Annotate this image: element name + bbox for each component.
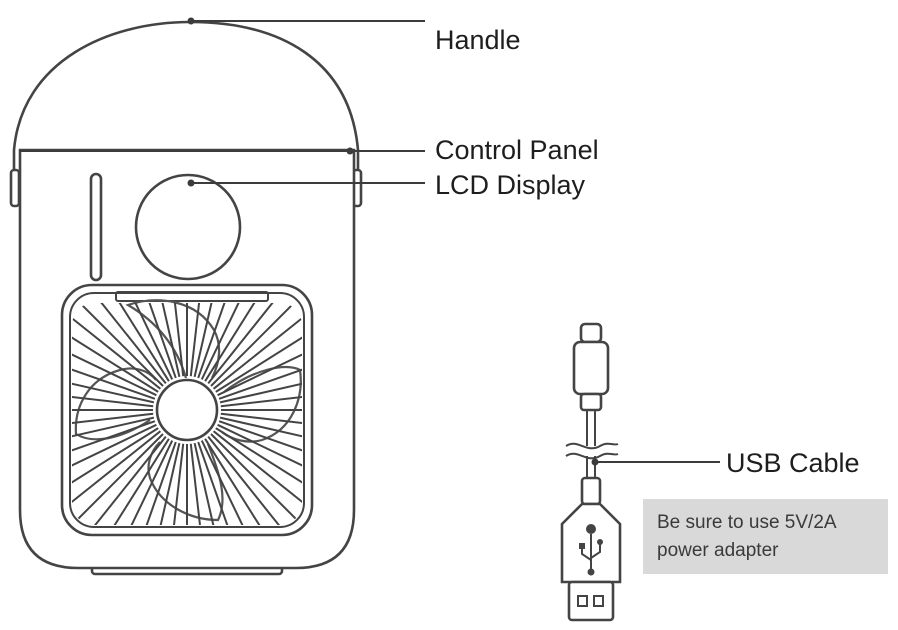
top-vent-bar <box>115 291 269 302</box>
grille-spoke <box>220 412 302 433</box>
water-level-window <box>89 172 103 282</box>
grille-spoke <box>103 303 174 380</box>
grille-spoke <box>103 440 174 525</box>
grille-spoke <box>207 435 302 525</box>
grille-spoke <box>72 412 154 433</box>
grille-spoke <box>123 441 177 525</box>
grille-spoke <box>72 435 167 525</box>
grille-spoke <box>72 427 159 512</box>
label-usb-cable: USB Cable <box>726 448 860 478</box>
grille-spoke <box>212 303 302 390</box>
grille-spoke <box>200 303 271 380</box>
air-cooler-device <box>9 20 363 576</box>
usb-c-strain-relief <box>579 392 603 412</box>
grille-spoke <box>217 326 302 397</box>
grille-spoke <box>215 427 302 512</box>
grille-spoke <box>85 303 170 382</box>
fan-grille <box>72 303 302 525</box>
label-handle: Handle <box>435 25 521 55</box>
callout-usb-cable: USB Cable <box>591 448 860 478</box>
grille-spoke <box>210 303 302 387</box>
grille-spoke <box>204 303 289 382</box>
grille-spoke <box>72 366 155 404</box>
label-lcd-display: LCD Display <box>435 170 586 200</box>
grille-spoke <box>72 387 154 408</box>
grille-spoke <box>207 303 302 385</box>
grille-spoke <box>219 416 302 454</box>
grille-spoke <box>200 440 271 525</box>
usb-c-housing <box>572 340 610 396</box>
grille-spoke <box>72 416 155 454</box>
grille-spoke <box>210 433 302 525</box>
grille-spoke <box>72 433 164 525</box>
grille-spoke <box>164 443 185 525</box>
usb-cable <box>560 322 622 622</box>
fan-hub <box>155 378 219 442</box>
note-background <box>643 499 888 574</box>
grille-spoke <box>72 423 157 494</box>
grille-spoke <box>218 420 302 474</box>
grille-spoke <box>72 420 156 474</box>
grille-spoke <box>72 303 164 387</box>
grille-spoke <box>220 387 302 408</box>
grille-spoke <box>85 438 170 525</box>
usb-c-tip <box>579 322 603 344</box>
callout-lcd-display: LCD Display <box>187 170 586 200</box>
grille-spoke <box>72 303 167 385</box>
lcd-display-circle <box>134 173 242 281</box>
grille-spoke <box>204 438 289 525</box>
grille-spoke <box>72 308 159 393</box>
power-adapter-note: Be sure to use 5V/2A power adapter <box>643 499 888 574</box>
left-clip <box>9 168 21 208</box>
usb-a-plug <box>567 580 615 622</box>
grille-spoke <box>193 303 231 378</box>
note-line-1: Be sure to use 5V/2A <box>657 512 837 533</box>
grille-spoke <box>197 441 251 525</box>
grille-spoke <box>189 443 210 525</box>
grille-spoke <box>72 326 157 397</box>
usb-a-strain-relief <box>580 476 602 506</box>
note-line-2: power adapter <box>657 540 779 561</box>
label-control-panel: Control Panel <box>435 135 599 165</box>
callout-handle: Handle <box>187 17 521 55</box>
grille-spoke <box>193 442 231 525</box>
grille-spoke <box>72 303 162 390</box>
grille-spoke <box>189 303 210 377</box>
grille-spoke <box>164 303 185 377</box>
grille-spoke <box>72 430 162 525</box>
grille-spoke <box>123 303 177 379</box>
grille-spoke <box>212 430 302 525</box>
usb-symbol-icon <box>579 524 603 576</box>
grille-spoke <box>197 303 251 379</box>
grille-spoke <box>218 346 302 400</box>
grille-spoke <box>72 346 156 400</box>
grille-spoke <box>143 442 181 525</box>
callout-control-panel: Control Panel <box>20 135 599 165</box>
grille-spoke <box>215 308 302 393</box>
grille-spoke <box>217 423 302 494</box>
grille-spoke <box>143 303 181 378</box>
grille-spoke <box>219 366 302 404</box>
